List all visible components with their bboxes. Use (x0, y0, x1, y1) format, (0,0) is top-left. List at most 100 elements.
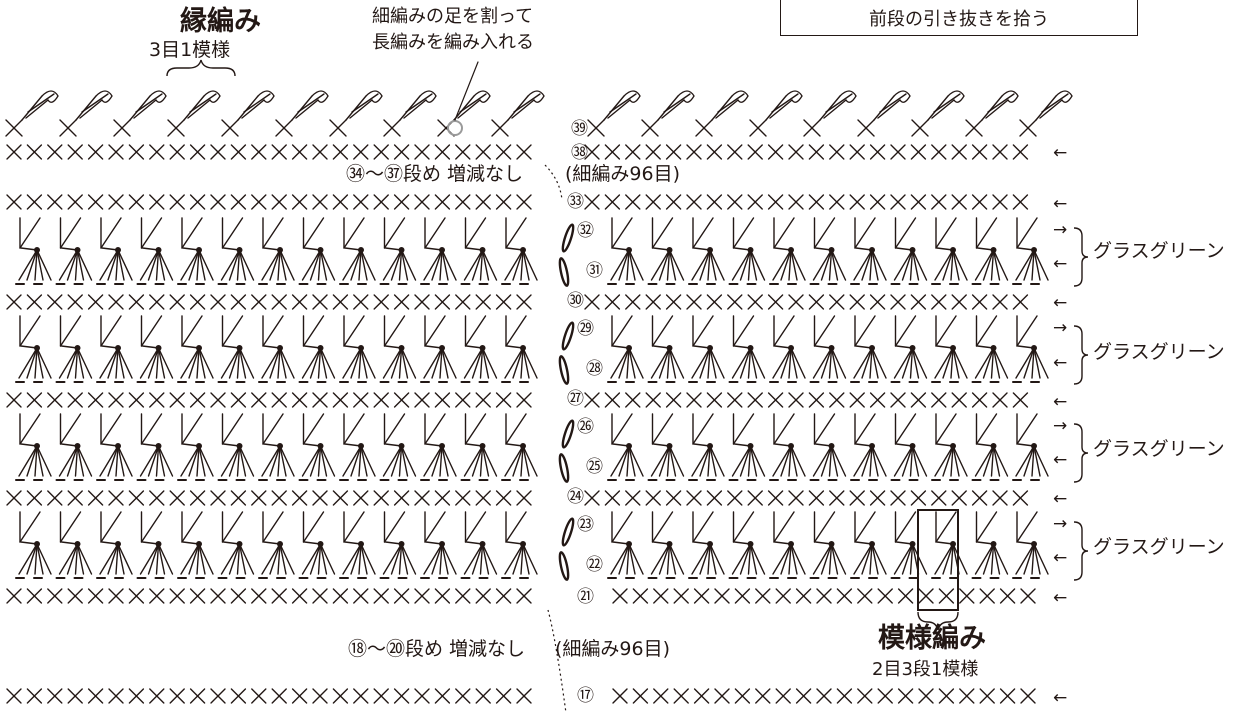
edging-fan (243, 93, 271, 113)
sc-row-24 (808, 490, 825, 506)
sc-row-24 (455, 490, 471, 506)
pattern-band-28-29 (303, 345, 322, 349)
sc-row-33 (414, 194, 430, 210)
sc-row-30 (951, 294, 967, 310)
pattern-band-22-23 (830, 543, 847, 575)
sc-row-21 (353, 588, 369, 604)
pattern-band-28-29 (812, 347, 833, 379)
sc-row-17 (714, 688, 730, 704)
sc-row-38 (625, 144, 641, 160)
pattern-band-22-23 (360, 543, 368, 575)
pattern-band-31-32 (942, 249, 954, 281)
pattern-band-25-26 (780, 445, 792, 477)
pattern-band-31-32 (950, 249, 954, 281)
sc-row-38 (26, 144, 43, 160)
sc-row-24 (604, 490, 621, 506)
pattern-band-25-26 (911, 445, 928, 477)
sc-row-33 (747, 194, 763, 210)
pattern-band-25-26 (141, 443, 160, 447)
sc-row-21 (149, 588, 165, 604)
row-number-22: ㉒ (586, 555, 603, 575)
pattern-band-28-29 (465, 345, 484, 349)
pattern-band-22-23 (342, 543, 362, 575)
pattern-band-31-32 (813, 217, 836, 249)
pattern-band-25-26 (182, 443, 200, 447)
edging-fan (135, 93, 163, 113)
pattern-band-22-23 (344, 541, 362, 545)
sc-row-33 (475, 194, 491, 210)
pattern-band-22-23 (1023, 543, 1035, 575)
pattern-band-25-26 (99, 445, 119, 477)
sc-row-33 (829, 194, 845, 210)
pattern-band-28-29 (788, 347, 792, 379)
edging-fan (985, 99, 1009, 119)
pattern-band-31-32 (692, 217, 714, 249)
pattern-band-22-23 (522, 543, 538, 575)
pattern-band-22-23 (479, 543, 484, 575)
pattern-band-25-26 (975, 413, 998, 445)
pattern-band-22-23 (350, 543, 362, 575)
pattern-band-28-29 (699, 347, 711, 379)
sc-row-17 (734, 688, 751, 704)
sc-row-38 (951, 144, 967, 160)
arrow-row-22: ← (1053, 548, 1068, 568)
pattern-band-25-26 (439, 445, 443, 477)
pattern-band-28-29 (20, 345, 38, 349)
pattern-band-22-23 (512, 543, 524, 575)
sc-row-21 (414, 588, 430, 604)
pattern-band-22-23 (853, 543, 873, 575)
sc-row-17 (87, 688, 104, 704)
pattern-band-31-32 (934, 249, 954, 281)
pattern-band-28-29 (942, 347, 954, 379)
pattern-band-28-29 (974, 347, 995, 379)
pattern-band-25-26 (871, 445, 879, 477)
color-brace-3 (1073, 521, 1089, 581)
pattern-band-31-32 (909, 249, 914, 281)
sc-row-33 (910, 194, 927, 210)
sc-row-24 (6, 490, 22, 506)
edging-note-line2: 長編みを編み入れる (372, 32, 534, 53)
pattern-band-31-32 (360, 249, 368, 281)
pattern-band-25-26 (935, 413, 957, 445)
sc-row-38 (992, 144, 1008, 160)
pattern-band-25-26 (18, 445, 38, 477)
pattern-band-31-32 (772, 249, 792, 281)
pattern-band-31-32 (382, 249, 403, 281)
pattern-band-31-32 (952, 249, 968, 281)
pattern-band-25-26 (140, 413, 163, 445)
pattern-band-31-32 (699, 249, 711, 281)
arrow-row-33: ← (1053, 194, 1068, 214)
color-brace-1 (1073, 325, 1089, 385)
pattern-band-25-26 (612, 443, 630, 447)
rows-34-37-note: ㉞〜㊲段め 増減なし (346, 163, 524, 185)
sc-row-33 (271, 194, 287, 210)
pattern-band-22-23 (58, 543, 79, 575)
edging-fan (221, 119, 239, 137)
row-number-23: ㉓ (577, 515, 594, 535)
sc-row-17 (251, 688, 267, 704)
row-number-38: ㊳ (571, 143, 588, 163)
pattern-band-25-26 (441, 445, 457, 477)
pattern-band-28-29 (853, 347, 873, 379)
sc-row-33 (665, 194, 682, 210)
sc-row-38 (353, 144, 369, 160)
pattern-band-28-29 (463, 347, 484, 379)
pattern-band-28-29 (36, 347, 52, 379)
pattern-band-22-23 (952, 543, 968, 575)
sc-row-21 (897, 588, 914, 604)
sc-row-30 (869, 294, 886, 310)
pattern-band-31-32 (1016, 217, 1038, 249)
pattern-band-22-23 (100, 511, 122, 543)
edging-fan (771, 93, 799, 113)
pattern-band-31-32 (398, 249, 403, 281)
pattern-band-31-32 (303, 247, 322, 251)
sc-row-17 (693, 688, 710, 704)
pattern-band-22-23 (117, 543, 125, 575)
pattern-band-22-23 (651, 511, 674, 543)
row-number-26: ㉖ (577, 417, 594, 437)
pattern-band-28-29 (180, 347, 200, 379)
edging-fan (21, 95, 43, 121)
sc-row-24 (353, 490, 369, 506)
pattern-band-28-29 (1023, 347, 1035, 379)
pattern-band-25-26 (471, 445, 484, 477)
